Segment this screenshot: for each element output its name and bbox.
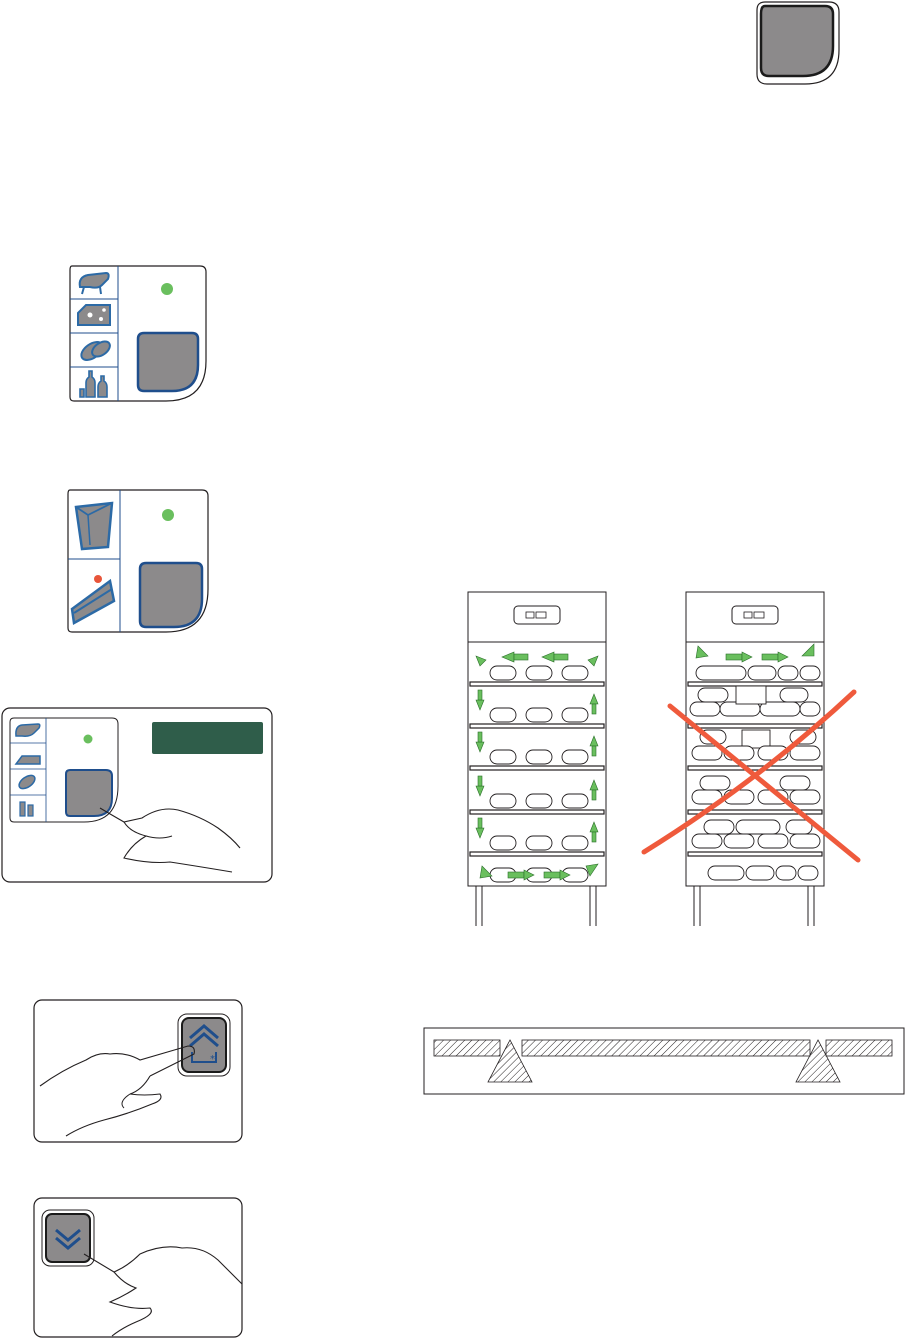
down-button[interactable] — [42, 1210, 94, 1266]
svg-text:*: * — [210, 1054, 215, 1065]
defrost-button-icon[interactable]: * — [178, 1014, 230, 1076]
category-button[interactable] — [66, 770, 112, 816]
ice-cube-icon — [76, 503, 112, 549]
rail-segment-center — [522, 1040, 810, 1056]
rail-segment-right — [826, 1040, 892, 1056]
defrost-press-illustration: * — [32, 998, 244, 1144]
cheese-icon — [78, 305, 110, 325]
standalone-button[interactable] — [755, 0, 841, 86]
down-press-illustration — [32, 1196, 244, 1340]
lcd-display — [152, 722, 263, 754]
panel-press-illustration — [0, 706, 274, 884]
panel-four-categories — [68, 265, 208, 403]
cabinet-correct-loading — [466, 590, 608, 928]
control-panel — [514, 606, 560, 624]
control-panel — [732, 606, 778, 624]
status-led — [161, 283, 173, 295]
category-button[interactable] — [140, 563, 202, 627]
status-led — [84, 735, 93, 744]
panel-two-categories — [66, 489, 210, 635]
shelf-support-rail — [422, 1026, 905, 1096]
category-button[interactable] — [138, 333, 198, 391]
rail-segment-left — [434, 1040, 500, 1056]
status-led — [162, 509, 174, 521]
cabinet-incorrect-loading — [640, 590, 876, 928]
